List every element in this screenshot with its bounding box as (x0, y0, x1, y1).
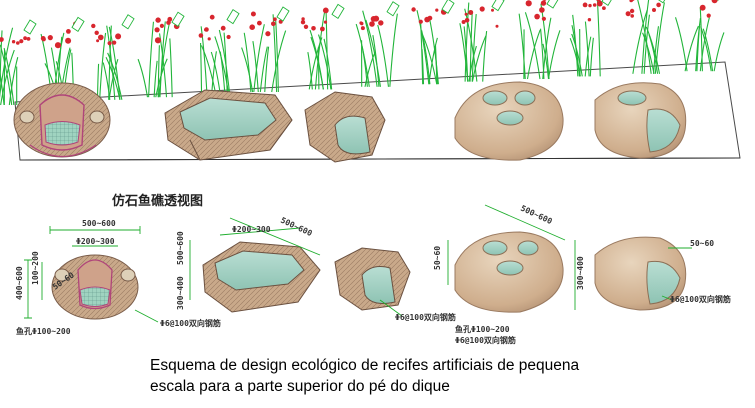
fish-hole-label-2: 鱼孔Φ100~200 (455, 324, 510, 334)
figure-caption: Esquema de design ecológico de recifes a… (150, 355, 670, 397)
dim-50-60-b: 50~60 (433, 246, 442, 270)
dim-100-200: 100~200 (31, 251, 40, 285)
rebar-callout-4: Φ6@100双向钢筋 (670, 294, 731, 304)
reef-dimensioned-2 (189, 217, 321, 313)
reef-perspective-2 (164, 89, 293, 161)
dim-400-600: 400~600 (15, 266, 24, 300)
reef-perspective-3 (304, 91, 386, 163)
plant-clump (355, 1, 400, 87)
plant-clump (518, 0, 561, 80)
dim-50-60-c: 50~60 (690, 239, 714, 248)
dim-300-400-b: 300~400 (576, 256, 585, 290)
reef-dimensioned-3 (334, 247, 411, 317)
rebar-callout-2: Φ6@100双向钢筋 (395, 312, 456, 322)
plant-clump (241, 6, 290, 93)
rebar-callout-3: Φ6@100双向钢筋 (455, 335, 516, 345)
dim-top-500-600-b: 500~600 (279, 216, 314, 238)
dim-500-600-h: 500~600 (176, 231, 185, 265)
reef-dimensioned-4 (447, 204, 576, 313)
plant-clump (459, 0, 505, 82)
plant-clump (300, 3, 345, 90)
reef-dimensioned-1 (24, 226, 159, 323)
plant-clump (91, 14, 135, 100)
plant-clump (674, 0, 725, 72)
reef-perspective-5 (594, 82, 687, 159)
reef-dimensioned-5 (594, 236, 692, 311)
reef-perspective-1 (13, 82, 111, 158)
plant-clump (411, 0, 455, 85)
plant-clump (569, 0, 612, 77)
rebar-callout-1: Φ6@100双向钢筋 (160, 318, 221, 328)
fish-hole-label-1: 鱼孔Φ100~200 (16, 326, 71, 336)
dim-top-500-600-c: 500~600 (519, 204, 554, 226)
dim-top-500-600: 500~600 (82, 219, 116, 228)
dim-phi-200-300-b: Φ200~300 (232, 225, 271, 234)
plant-clump (0, 19, 37, 106)
plant-clump (625, 0, 666, 74)
plant-clump (198, 8, 240, 95)
dim-phi-200-300: Φ200~300 (76, 237, 115, 246)
plant-clump (137, 11, 185, 98)
perspective-title: 仿石鱼礁透视图 (112, 193, 203, 209)
reef-design-diagram: 仿石鱼礁透视图 500~600 Φ200~300 400~600 100~200… (0, 0, 741, 345)
caption-line-2: escala para a parte superior do pé do di… (150, 378, 450, 395)
dim-300-400-h: 300~400 (176, 276, 185, 310)
vegetation (0, 0, 725, 106)
caption-line-1: Esquema de design ecológico de recifes a… (150, 357, 580, 374)
reef-perspective-4 (454, 81, 564, 161)
